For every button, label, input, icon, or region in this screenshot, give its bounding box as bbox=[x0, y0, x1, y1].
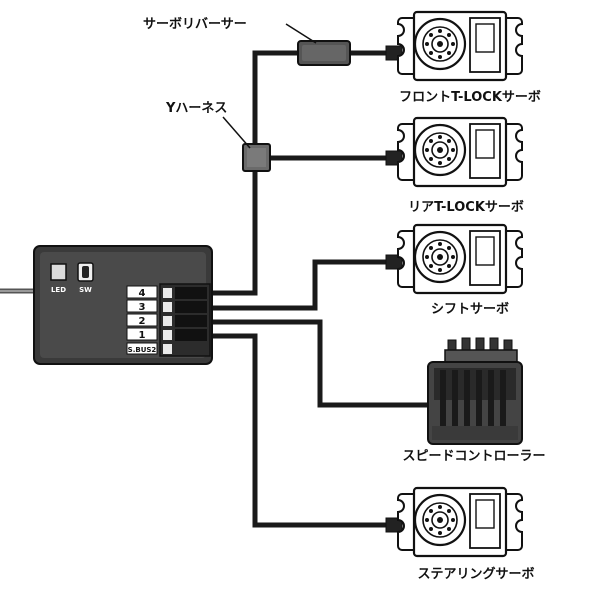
led-label: LED bbox=[51, 286, 66, 294]
wire-steering-servo bbox=[172, 333, 398, 528]
y-harness bbox=[222, 116, 271, 172]
sw-label: SW bbox=[79, 286, 92, 294]
shift-servo-label: シフトサーボ bbox=[431, 301, 509, 317]
front-servo bbox=[385, 10, 524, 82]
port-label-3: 3 bbox=[139, 302, 146, 313]
port-label-4: 4 bbox=[139, 288, 146, 299]
port-labels: 4 3 2 1 S.BUS2 bbox=[126, 285, 158, 355]
y-harness-label: Yハーネス bbox=[165, 101, 227, 116]
rear-servo-label: リアT-LOCKサーボ bbox=[408, 199, 524, 215]
port-label-1: 1 bbox=[139, 330, 146, 341]
reverser-label: サーボリバーサー bbox=[143, 16, 247, 32]
servo-reverser bbox=[285, 23, 351, 66]
speed-controller bbox=[427, 337, 523, 445]
rear-servo bbox=[385, 116, 524, 188]
receiver: LED SW 4 3 2 1 S.BUS2 bbox=[33, 245, 213, 365]
port-label-2: 2 bbox=[139, 316, 146, 327]
wire-shift-servo bbox=[172, 259, 398, 311]
steering-servo-label: ステアリングサーボ bbox=[417, 566, 534, 582]
shift-servo bbox=[385, 223, 524, 295]
front-servo-label: フロントT-LOCKサーボ bbox=[399, 89, 541, 105]
speed-controller-label: スピードコントローラー bbox=[402, 449, 545, 464]
wire-speed-controller bbox=[172, 319, 432, 408]
sbus2-label: S.BUS2 bbox=[128, 346, 157, 354]
steering-servo bbox=[385, 486, 524, 558]
led-indicator-icon bbox=[50, 263, 67, 281]
